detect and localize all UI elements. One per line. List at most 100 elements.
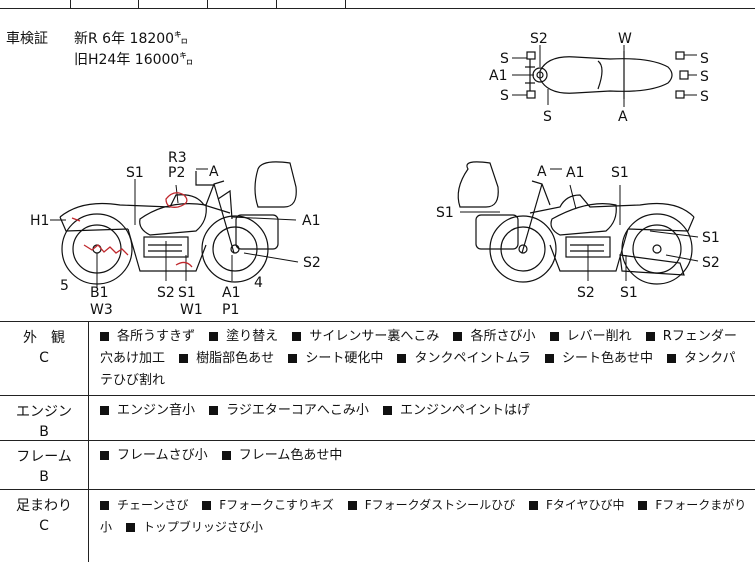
bullet-square-icon <box>645 331 655 341</box>
condition-list: チェーンさび Fフォークこすりキズ Fフォークダストシールひび Fタイヤひび中 … <box>100 494 748 538</box>
grade-label: B <box>39 424 49 440</box>
list-item: エンジン音小 <box>100 403 195 418</box>
row-header: 足まわり C <box>0 490 89 562</box>
list-item: 各所さび小 <box>453 329 535 344</box>
grade-label: C <box>39 518 49 534</box>
grade-label: B <box>39 469 49 485</box>
bullet-square-icon <box>100 450 109 460</box>
mark-left-r3: R3 <box>168 150 187 166</box>
bullet-square-icon <box>397 353 407 363</box>
bullet-square-icon <box>549 331 559 341</box>
mark-left-w3: W3 <box>90 302 113 318</box>
mark-left-a1-lower: A1 <box>222 285 240 301</box>
mark-right-s1-rear: S1 <box>702 230 720 246</box>
row-engine: エンジン B エンジン音小 ラジエターコアへこみ小 エンジンペイントはげ <box>0 396 755 441</box>
top-view-motorcycle <box>525 51 689 99</box>
bullet-square-icon <box>292 331 302 341</box>
list-item: Fタイヤひび中 <box>529 498 625 512</box>
row-header: フレーム B <box>0 441 89 489</box>
bullet-square-icon <box>125 522 135 532</box>
mark-left-s2-right: S2 <box>303 255 321 271</box>
mark-left-s1: S1 <box>126 165 144 181</box>
right-side-motorcycle <box>457 161 695 285</box>
list-item: トップブリッジさび小 <box>125 520 263 534</box>
bullet-square-icon <box>100 500 109 510</box>
mark-left-a: A <box>209 164 219 180</box>
mark-left-5: 5 <box>60 278 69 294</box>
bullet-square-icon <box>383 405 393 415</box>
bullet-square-icon <box>202 500 212 510</box>
top-table-edge <box>0 0 755 9</box>
bullet-square-icon <box>179 353 189 363</box>
bullet-square-icon <box>529 500 538 510</box>
mark-top-s2: S2 <box>530 31 548 47</box>
list-item: Rフェンダー穴あけ加工 <box>100 329 737 366</box>
condition-table: 外 観 C 各所うすきず 塗り替え サイレンサー裏へこみ 各所さび小 レバー削れ… <box>0 321 755 562</box>
mark-right-s1-left: S1 <box>436 205 454 221</box>
category-label: 外 観 <box>23 330 65 346</box>
list-item: 塗り替え <box>209 329 278 344</box>
mark-top-a: A <box>618 109 628 125</box>
list-item: Fフォークダストシールひび <box>347 498 515 512</box>
shaken-label: 車検証 <box>6 31 48 47</box>
condition-diagram: 車検証 新R 6年 18200㌔ 旧H24年 16000㌔ <box>0 9 755 321</box>
mark-top-w: W <box>618 31 632 47</box>
mark-right-s1-top: S1 <box>611 165 629 181</box>
list-item: Fフォークこすりキズ <box>202 498 334 512</box>
left-side-leaders <box>50 168 299 287</box>
mark-top-s-left-lower: S <box>500 88 509 104</box>
mark-top-s-right-upper: S <box>700 51 709 67</box>
bullet-square-icon <box>209 405 219 415</box>
mark-left-p1: P1 <box>222 302 239 318</box>
condition-list: エンジン音小 ラジエターコアへこみ小 エンジンペイントはげ <box>100 400 748 422</box>
mark-left-b1: B1 <box>90 285 109 301</box>
mark-right-s1-lower: S1 <box>620 285 638 301</box>
list-item: フレーム色あせ中 <box>221 448 342 463</box>
row-header: 外 観 C <box>0 322 89 395</box>
mark-top-a1: A1 <box>489 68 507 84</box>
condition-list: フレームさび小 フレーム色あせ中 <box>100 445 748 467</box>
category-label: フレーム <box>16 449 72 465</box>
bullet-square-icon <box>221 450 231 460</box>
list-item: Fフォークまがり小 <box>100 498 747 534</box>
mark-left-4: 4 <box>254 275 263 291</box>
mark-left-p2: P2 <box>168 165 185 181</box>
list-item: シート硬化中 <box>288 351 383 366</box>
bullet-square-icon <box>544 353 554 363</box>
list-item: チェーンさび <box>100 498 188 512</box>
bullet-square-icon <box>453 331 463 341</box>
mark-left-w1: W1 <box>180 302 203 318</box>
list-item: タンクパテひび割れ <box>100 351 736 388</box>
top-view-leaders <box>512 45 697 107</box>
condition-list: 各所うすきず 塗り替え サイレンサー裏へこみ 各所さび小 レバー削れ Rフェンダ… <box>100 326 748 392</box>
list-item: フレームさび小 <box>100 448 208 463</box>
motorcycle-diagrams: S2 W S S A1 S S A S S <box>30 31 720 318</box>
shaken-new: 新R 6年 18200㌔ <box>74 31 189 47</box>
bullet-square-icon <box>100 331 109 341</box>
mark-top-s-right-lower: S <box>700 89 709 105</box>
row-frame: フレーム B フレームさび小 フレーム色あせ中 <box>0 441 755 490</box>
mark-top-s-right-mid: S <box>700 69 709 85</box>
category-label: 足まわり <box>16 498 72 514</box>
row-exterior: 外 観 C 各所うすきず 塗り替え サイレンサー裏へこみ 各所さび小 レバー削れ… <box>0 322 755 396</box>
mark-top-s-left-upper: S <box>500 51 509 67</box>
list-item: ラジエターコアへこみ小 <box>209 403 369 418</box>
list-item: レバー削れ <box>549 329 632 344</box>
category-label: エンジン <box>16 404 72 420</box>
list-item: サイレンサー裏へこみ <box>292 329 439 344</box>
damage-marks <box>71 192 193 268</box>
mark-right-a: A <box>537 164 547 180</box>
right-side-leaders <box>460 168 699 281</box>
shaken-old: 旧H24年 16000㌔ <box>74 52 194 68</box>
mark-right-s2-rear: S2 <box>702 255 720 271</box>
mark-right-a1: A1 <box>566 165 584 181</box>
bullet-square-icon <box>209 331 219 341</box>
list-item: タンクペイントムラ <box>397 351 531 366</box>
list-item: 樹脂部色あせ <box>179 351 274 366</box>
mark-left-h1: H1 <box>30 213 49 229</box>
mark-right-s2: S2 <box>577 285 595 301</box>
grade-label: C <box>39 350 49 366</box>
mark-left-s2: S2 <box>157 285 175 301</box>
bullet-square-icon <box>100 405 109 415</box>
